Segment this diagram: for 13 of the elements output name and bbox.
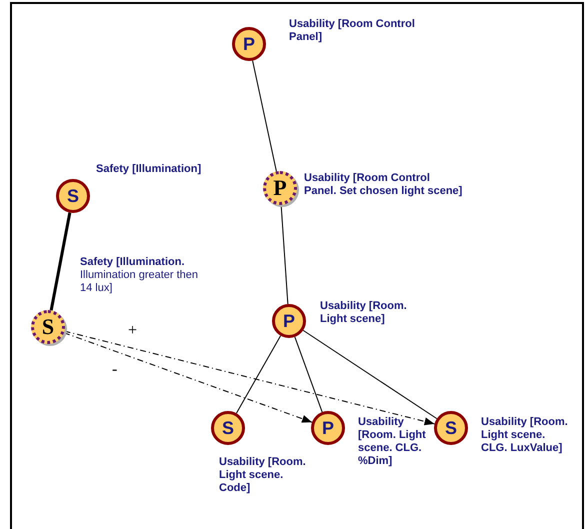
node-caption: Usability [Room. Light scene. CLG. %Dim] (358, 416, 427, 468)
node-caption: Usability [Room. Light scene. Code] (219, 456, 307, 495)
node-caption: Usability [Room Control Panel] (289, 18, 416, 44)
node-caption: Safety [Illumination. Illumination greater then 14 lux] (80, 256, 200, 295)
node-caption: Usability [Room. Light scene] (320, 300, 408, 326)
node-caption: Usability [Room. Light scene. CLG. LuxValue] (481, 416, 569, 455)
connector-line (280, 204, 288, 305)
node-caption: Usability [Room Control Panel. Set chosen light scene] (304, 172, 464, 198)
connector-line (294, 336, 323, 413)
dash-dot-arrow (64, 332, 312, 423)
connector-line (252, 60, 277, 172)
node-caption: Safety [Illumination] (96, 163, 202, 176)
connector-line (50, 212, 72, 311)
